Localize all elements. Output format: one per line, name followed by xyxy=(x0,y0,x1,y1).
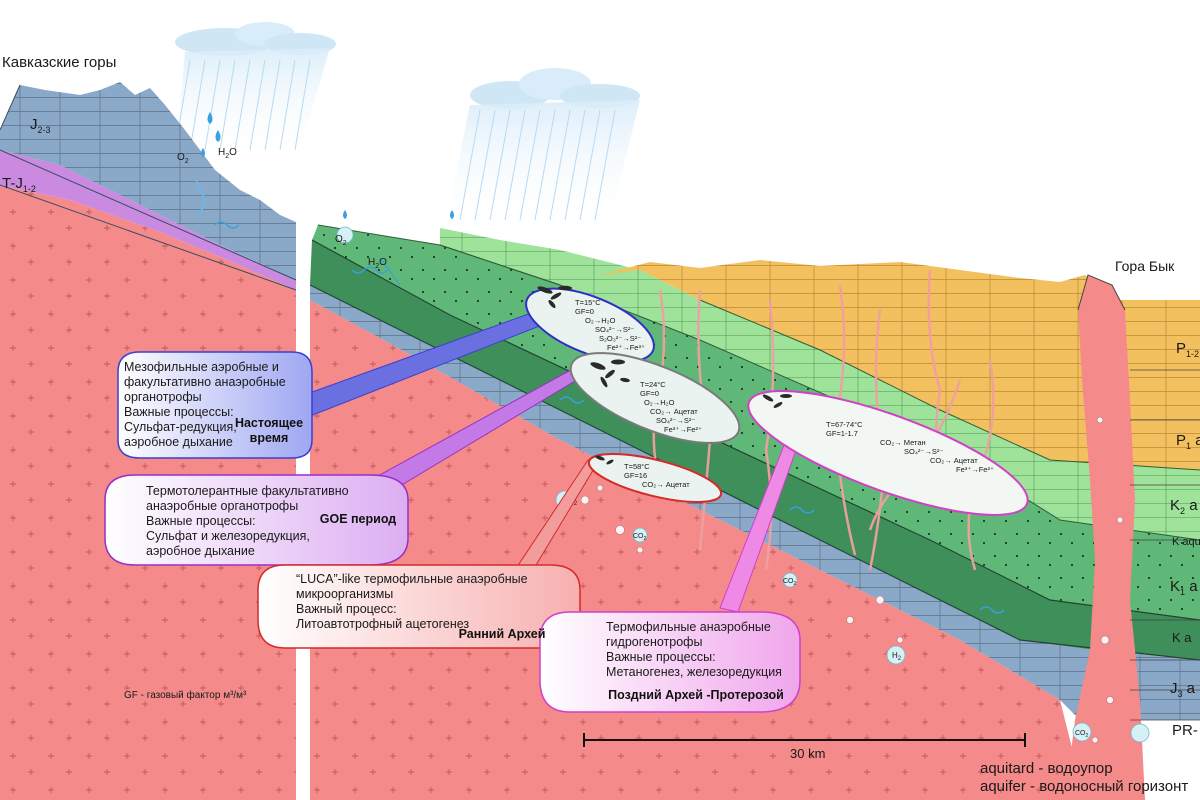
microbe-clusters xyxy=(537,285,792,465)
goe-callout-title: GOE период xyxy=(319,512,397,526)
unit-label-k-a: K a xyxy=(1172,630,1192,645)
region-title: Кавказские горы xyxy=(2,54,117,71)
early-callout-text: “LUCA”-like термофильные анаэробные микр… xyxy=(296,572,528,631)
h2o-mid-label: H2O xyxy=(368,257,387,270)
present-callout-title: Настоящее время xyxy=(234,416,304,445)
late-callout-shape xyxy=(539,611,801,713)
unit-label-p1: P1 a xyxy=(1176,432,1200,451)
h2-label-b: H2 xyxy=(892,651,902,662)
bubble-goe xyxy=(569,352,741,444)
cloud-right xyxy=(445,68,640,230)
goe-callout-text: Термотолерантные факультативно анаэробны… xyxy=(146,484,349,558)
unit-label-t-j1-2: T-J1-2 xyxy=(2,175,36,194)
co2-label-a: CO2 xyxy=(633,533,647,542)
bubble-present xyxy=(525,287,655,363)
o2-left-label: O2 xyxy=(177,152,189,165)
early-callout-title: Ранний Архей xyxy=(458,627,546,641)
present-callout-text: Мезофильные аэробные и факультативно ана… xyxy=(124,360,286,449)
legend-aquitard: aquitard - водоупор xyxy=(980,760,1113,777)
mountain-label: Гора Бык xyxy=(1115,258,1175,274)
h2o-left-label: H2O xyxy=(218,147,237,160)
late-callout-text: Термофильные анаэробные гидрогенотрофы В… xyxy=(606,620,782,679)
unit-label-k-aqu: K aqu xyxy=(1172,536,1200,548)
co2-label-c: CO2 xyxy=(1075,730,1089,739)
unit-label-j2-3: J2-3 xyxy=(30,116,51,135)
co2-label-b: CO2 xyxy=(783,578,797,587)
unit-label-p1-2: P1-2 a xyxy=(1176,340,1200,359)
present-callout-shape xyxy=(117,351,313,459)
gf-note: GF - газовый фактор м³/м³ xyxy=(124,690,247,701)
bubble-late xyxy=(747,390,1029,516)
unit-label-k1: K1 a xyxy=(1170,578,1198,597)
bubble-early xyxy=(587,453,723,503)
scale-bar xyxy=(583,733,1026,747)
unit-label-pr: PR- xyxy=(1172,722,1198,739)
cloud-left xyxy=(174,22,336,160)
o2-mid-label: O2 xyxy=(335,234,347,247)
unit-label-j3: J3 a xyxy=(1170,680,1196,699)
scale-bar-label: 30 km xyxy=(790,746,826,761)
unit-label-k2: K2 a xyxy=(1170,497,1198,516)
legend-aquifer: aquifer - водоносный горизонт xyxy=(980,778,1189,795)
late-callout-title: Поздний Архей -Протерозой xyxy=(608,688,784,702)
